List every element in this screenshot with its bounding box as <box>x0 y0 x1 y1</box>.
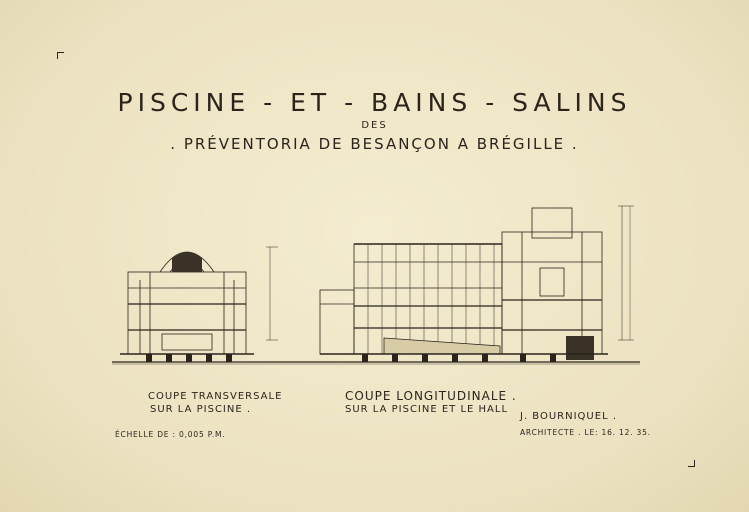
corner-mark-bottom-right <box>688 460 695 467</box>
caption-transverse: COUPE TRANSVERSALE SUR LA PISCINE . <box>148 390 282 416</box>
caption-longitudinal-title: COUPE LONGITUDINALE . <box>345 389 517 403</box>
caption-longitudinal-subtitle: SUR LA PISCINE ET LE HALL <box>345 404 509 415</box>
architect-date: ARCHITECTE . LE: 16. 12. 35. <box>520 428 651 437</box>
transverse-section <box>120 246 278 362</box>
drawing-title: PISCINE - ET - BAINS - SALINS <box>117 88 632 117</box>
caption-transverse-title: COUPE TRANSVERSALE <box>148 391 283 402</box>
drawing-subtitle: . PRÉVENTORIA DE BESANÇON A BRÉGILLE . <box>170 135 579 153</box>
longitudinal-section <box>319 205 634 362</box>
drawing-title-connector: DES <box>361 120 388 131</box>
scale-note: ÉCHELLE DE : 0,005 P.M. <box>115 430 226 439</box>
corner-mark-top-left <box>57 52 64 59</box>
caption-transverse-subtitle: SUR LA PISCINE . <box>150 404 252 415</box>
caption-longitudinal: COUPE LONGITUDINALE . SUR LA PISCINE ET … <box>345 390 517 416</box>
architect-signature: J. BOURNIQUEL . <box>520 411 617 422</box>
